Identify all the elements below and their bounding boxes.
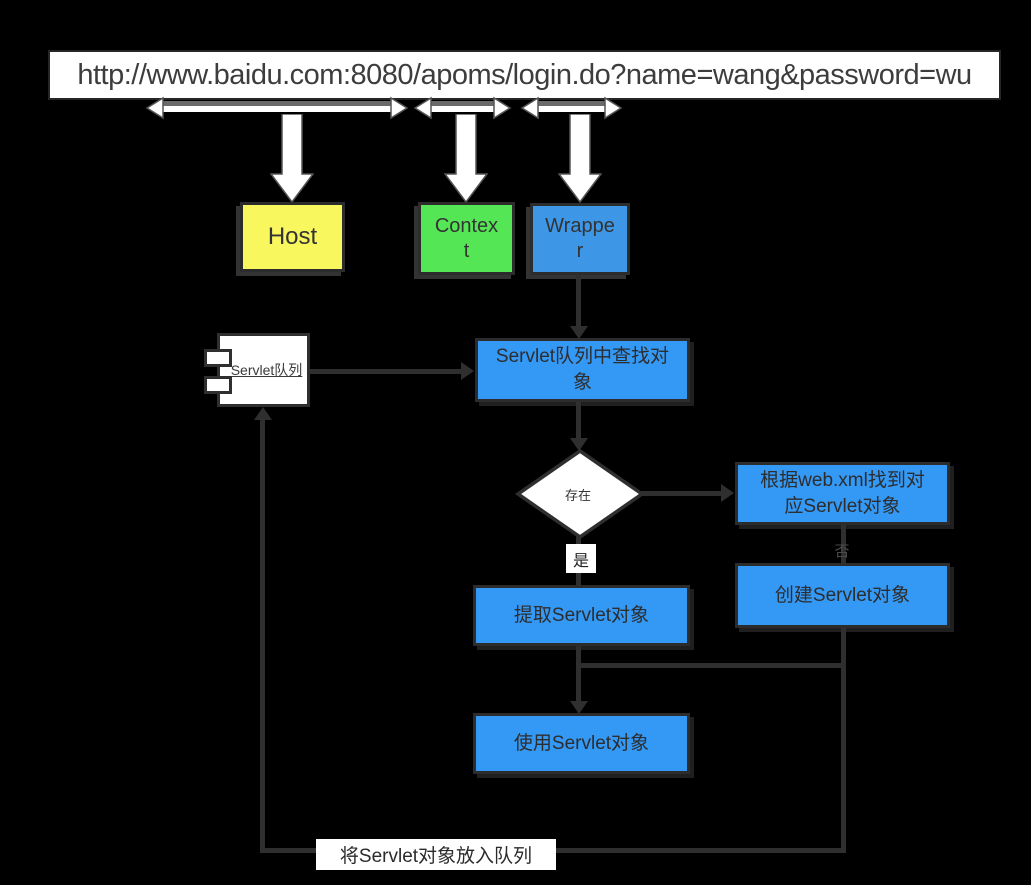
arrowhead-into-queue (254, 407, 272, 420)
edge-find-to-create (841, 525, 846, 565)
node-create-servlet: 创建Servlet对象 (735, 563, 950, 628)
put-into-queue-text: 将Servlet对象放入队列 (339, 846, 533, 867)
no-text: 否 (834, 542, 850, 560)
span-arrow-wrapper-icon (520, 96, 623, 120)
url-text: http://www.baidu.com:8080/apoms/login.do… (77, 58, 972, 91)
node-extract-servlet: 提取Servlet对象 (473, 585, 690, 646)
search-in-queue-label: Servlet队列中查找对象 (495, 346, 670, 393)
edge-label-no: 否 (826, 539, 858, 561)
span-arrow-host-icon (145, 96, 409, 120)
exists-decision-label-wrap: 存在 (511, 446, 645, 542)
yes-text: 是 (572, 552, 589, 570)
node-host: Host (240, 202, 345, 272)
span-arrow-context-icon (413, 96, 512, 120)
create-servlet-label: 创建Servlet对象 (774, 584, 911, 606)
use-servlet-label: 使用Servlet对象 (513, 732, 650, 754)
edge-create-down (841, 628, 846, 853)
node-host-label: Host (267, 223, 318, 250)
edge-return-up (260, 420, 265, 852)
exists-decision-label: 存在 (564, 487, 591, 503)
node-search-in-queue: Servlet队列中查找对象 (475, 338, 690, 402)
component-tab-top (204, 349, 232, 367)
servlet-queue-label: Servlet队列 (230, 362, 303, 378)
extract-servlet-label: 提取Servlet对象 (513, 604, 650, 626)
edge-search-to-decision (576, 402, 581, 440)
edge-extract-to-use (576, 646, 581, 703)
block-arrow-wrapper-icon (558, 114, 602, 204)
edge-wrapper-to-search (576, 275, 581, 328)
node-wrapper: Wrapper (530, 203, 630, 275)
node-context-label: Context (434, 214, 499, 262)
arrowhead-into-use (570, 701, 588, 714)
find-in-webxml-label: 根据web.xml找到对应Servlet对象 (760, 469, 925, 517)
block-arrow-context-icon (444, 114, 488, 204)
arrowhead-into-find (721, 484, 734, 502)
edge-decision-to-find (641, 491, 723, 496)
edge-label-yes: 是 (566, 544, 596, 573)
arrowhead-into-decision (570, 438, 588, 451)
edge-label-put-into-queue: 将Servlet对象放入队列 (316, 839, 556, 870)
node-find-in-webxml: 根据web.xml找到对应Servlet对象 (735, 462, 950, 525)
component-tab-bottom (204, 376, 232, 394)
edge-queue-to-search (310, 369, 462, 374)
node-use-servlet: 使用Servlet对象 (473, 713, 690, 774)
arrowhead-into-search (570, 326, 588, 339)
node-wrapper-label: Wrapper (545, 215, 615, 262)
edge-create-branch-horizontal (576, 663, 846, 668)
node-servlet-queue-component: Servlet队列 (217, 333, 310, 407)
node-context: Context (418, 202, 515, 275)
url-bar: http://www.baidu.com:8080/apoms/login.do… (48, 50, 1001, 100)
arrowhead-queue-to-search (461, 362, 474, 380)
block-arrow-host-icon (270, 114, 314, 204)
